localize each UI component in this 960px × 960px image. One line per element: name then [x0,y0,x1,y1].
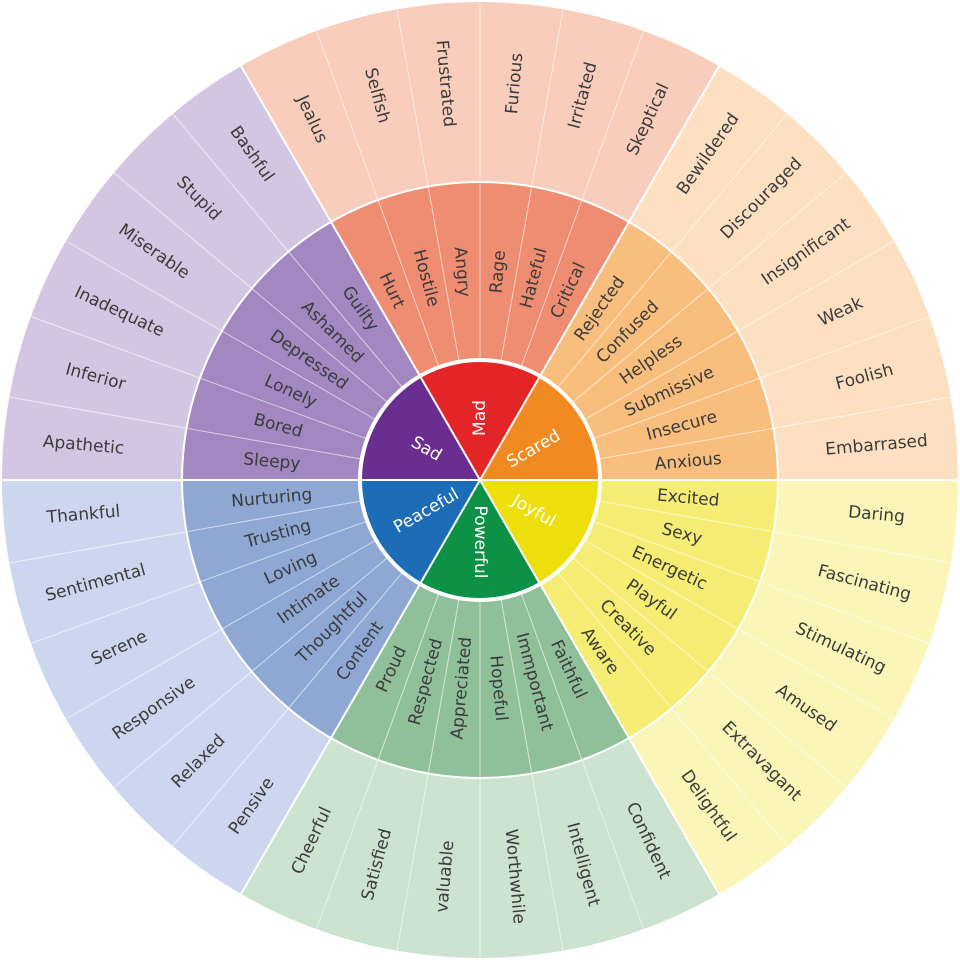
sub-divider-powerful-4 [396,598,460,951]
sector-divider-3 [479,479,720,895]
outer-band-sad [2,66,331,480]
sub-divider-mad-2 [396,9,460,362]
sub-divider-joyful-1 [598,500,951,564]
core-label-powerful: Powerful [470,506,490,579]
sub-divider-mad-4 [500,9,564,362]
middle-band-peaceful [182,480,420,739]
middle-band-scared [540,221,778,481]
secondary-label-rage: Rage [486,249,510,294]
sector-divider-4 [240,479,481,895]
core-wedge-powerful [420,480,540,600]
ring-border-0 [358,358,602,602]
sector-divider-1 [479,65,720,481]
sub-divider-sad-1 [9,396,362,460]
sub-divider-scared-5 [598,396,951,460]
outer-band-joyful [629,480,958,894]
middle-band-sad [181,221,420,481]
tertiary-label-daring: Daring [847,502,905,527]
sub-divider-powerful-2 [500,598,564,951]
middle-ring [181,181,778,779]
outer-band-scared [629,66,958,480]
ring-border-1 [181,181,779,779]
sector-divider-0 [240,65,481,481]
core-wedge-mad [420,360,540,480]
secondary-label-sleepy: Sleepy [242,449,301,474]
core-label-mad: Mad [470,400,490,436]
secondary-label-angry: Angry [450,246,474,298]
outer-band-peaceful [2,480,331,894]
sub-divider-peaceful-5 [9,500,362,564]
middle-band-joyful [540,480,778,739]
